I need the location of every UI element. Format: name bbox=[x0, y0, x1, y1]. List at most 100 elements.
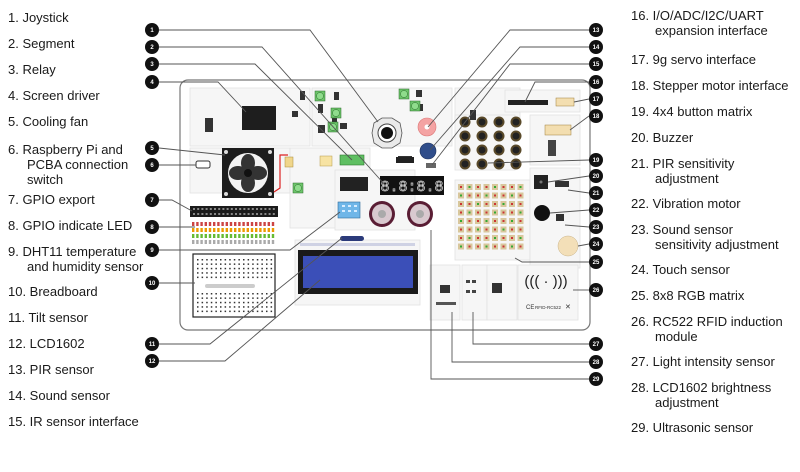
callout-badge bbox=[589, 355, 603, 369]
callout-badge-number: 10 bbox=[149, 281, 156, 287]
callout-badge-number: 4 bbox=[150, 80, 154, 86]
callout-badge-number: 25 bbox=[593, 260, 600, 266]
leader-line bbox=[487, 159, 590, 164]
callout-badge bbox=[145, 220, 159, 234]
gpio-led-strip bbox=[192, 222, 275, 244]
leader-line bbox=[430, 230, 589, 380]
callout-badge bbox=[589, 75, 603, 89]
ultrasonic-sensor bbox=[369, 201, 433, 227]
legend-label-text: 14. Sound sensor bbox=[8, 388, 110, 403]
callout-badge bbox=[145, 354, 159, 368]
legend-label-text: 11. Tilt sensor bbox=[8, 310, 88, 325]
legend-label-text: 17. 9g servo interface bbox=[631, 52, 757, 67]
touch-sensor bbox=[557, 235, 579, 257]
leader-line bbox=[159, 199, 193, 212]
callout-badge-number: 3 bbox=[150, 62, 154, 68]
callout-badge-number: 14 bbox=[593, 45, 600, 51]
callout-badge-number: 11 bbox=[149, 342, 156, 348]
callout-badge-number: 12 bbox=[149, 359, 156, 365]
callout-badge bbox=[145, 337, 159, 351]
legend-label-continuation: PCBA connection bbox=[27, 157, 129, 172]
leader-line bbox=[159, 81, 247, 113]
legend-label-text: 6. Raspberry Pi and bbox=[8, 142, 123, 157]
callout-badge bbox=[589, 372, 603, 386]
callout-badge-number: 19 bbox=[593, 158, 600, 164]
legend-label-continuation: switch bbox=[27, 172, 64, 187]
callout-badge-number: 27 bbox=[593, 342, 600, 348]
callout-badge bbox=[145, 40, 159, 54]
callout-badge bbox=[145, 75, 159, 89]
legend-label-text: 2. Segment bbox=[8, 36, 75, 51]
legend-label-text: 18. Stepper motor interface bbox=[631, 78, 789, 93]
callout-badge bbox=[589, 220, 603, 234]
legend-label: 13. PIR sensor bbox=[8, 362, 94, 377]
leader-line bbox=[547, 175, 590, 183]
callout-badge-number: 8 bbox=[150, 225, 154, 231]
button-matrix bbox=[459, 116, 522, 170]
legend-label-text: 22. Vibration motor bbox=[631, 196, 741, 211]
callout-badge bbox=[145, 141, 159, 155]
legend-label: 25. 8x8 RGB matrix bbox=[631, 288, 744, 303]
legend-label-text: 1. Joystick bbox=[8, 10, 69, 25]
legend-label-text: 13. PIR sensor bbox=[8, 362, 94, 377]
joystick bbox=[371, 117, 403, 149]
ir-sensor-interface bbox=[426, 163, 436, 168]
legend-label-text: 24. Touch sensor bbox=[631, 262, 730, 277]
legend-label-text: 4. Screen driver bbox=[8, 88, 100, 103]
callout-badge-number: 24 bbox=[593, 242, 600, 248]
callout-badge bbox=[145, 23, 159, 37]
legend-label-text: 29. Ultrasonic sensor bbox=[631, 420, 754, 435]
legend-label-text: 20. Buzzer bbox=[631, 130, 694, 145]
leader-line bbox=[159, 63, 353, 161]
pi-connection-switch bbox=[195, 160, 211, 169]
legend-label: 5. Cooling fan bbox=[8, 114, 88, 129]
legend-label-text: 25. 8x8 RGB matrix bbox=[631, 288, 745, 303]
callout-badge-number: 29 bbox=[593, 377, 600, 383]
leader-line bbox=[159, 279, 321, 362]
callout-badge-number: 15 bbox=[593, 62, 600, 68]
servo-header bbox=[555, 97, 575, 107]
leader-line bbox=[573, 98, 590, 103]
legend-label: 7. GPIO export bbox=[8, 192, 95, 207]
leader-line bbox=[564, 224, 590, 228]
callout-badge-number: 18 bbox=[593, 114, 600, 120]
callout-badge-number: 17 bbox=[593, 97, 600, 103]
legend-label-text: 12. LCD1602 bbox=[8, 336, 85, 351]
legend-label: 20. Buzzer bbox=[631, 130, 693, 145]
legend-label: 17. 9g servo interface bbox=[631, 52, 756, 67]
legend-label-continuation: and humidity sensor bbox=[27, 259, 144, 274]
legend-label-text: 28. LCD1602 brightness bbox=[631, 380, 772, 395]
screen-driver-chip bbox=[242, 106, 276, 130]
rgb-matrix bbox=[458, 184, 524, 250]
legend-label-text: 15. IR sensor interface bbox=[8, 414, 139, 429]
callout-badge bbox=[589, 153, 603, 167]
callout-badge-number: 9 bbox=[150, 248, 154, 254]
svg-text:CE: CE bbox=[526, 305, 534, 311]
legend-label: 8. GPIO indicate LED bbox=[8, 218, 132, 233]
svg-text:✕: ✕ bbox=[565, 304, 571, 311]
legend-label-continuation: expansion interface bbox=[655, 23, 768, 38]
segment-display: 8.8:8.8 bbox=[380, 176, 444, 196]
callout-badge-number: 16 bbox=[593, 80, 600, 86]
cooling-fan bbox=[222, 148, 274, 198]
svg-text:RFID-RC522: RFID-RC522 bbox=[535, 305, 562, 310]
leader-line bbox=[569, 115, 590, 131]
callout-badge bbox=[589, 169, 603, 183]
leader-line bbox=[431, 63, 589, 166]
legend-label: 3. Relay bbox=[8, 62, 56, 77]
legend-label-text: 23. Sound sensor bbox=[631, 222, 733, 237]
callout-badge bbox=[145, 276, 159, 290]
callout-badge bbox=[589, 203, 603, 217]
legend-label: 4. Screen driver bbox=[8, 88, 100, 103]
legend-label-continuation: sensitivity adjustment bbox=[655, 237, 779, 252]
callout-badge bbox=[589, 40, 603, 54]
leader-line bbox=[159, 211, 341, 251]
leader-line bbox=[427, 29, 589, 128]
legend-label: 11. Tilt sensor bbox=[8, 310, 88, 325]
callout-badge-number: 6 bbox=[150, 163, 154, 169]
legend-label-text: 26. RC522 RFID induction bbox=[631, 314, 783, 329]
legend-label-text: 21. PIR sensitivity bbox=[631, 156, 735, 171]
callout-badge bbox=[589, 109, 603, 123]
